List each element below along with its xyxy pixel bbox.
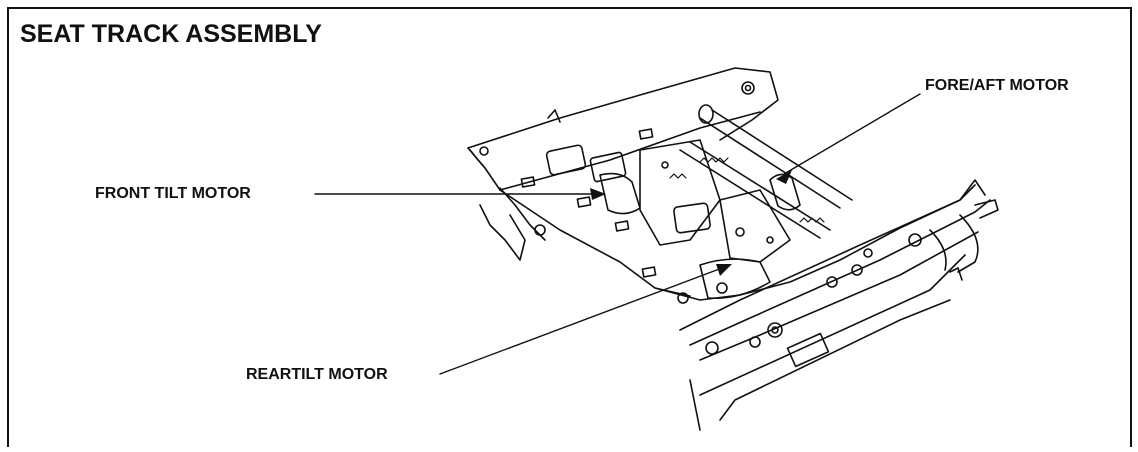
leader-lines [314,93,921,375]
right-side-rail [679,179,999,431]
rear-tilt-motor [699,258,771,299]
diagram-title: SEAT TRACK ASSEMBLY [20,20,322,48]
fore-aft-motor-label: FORE/AFT MOTOR [925,77,1069,94]
rear-tilt-motor-label: REARTILT MOTOR [246,366,388,383]
springs [669,157,825,223]
diagram-frame [7,7,1132,447]
arrowheads [590,170,792,276]
fore-aft-motor [679,104,853,239]
front-tilt-motor-label: FRONT TILT MOTOR [95,185,251,202]
plate-holes [520,128,657,278]
gearbox-assembly [545,139,791,263]
left-side-bracket [479,187,546,261]
